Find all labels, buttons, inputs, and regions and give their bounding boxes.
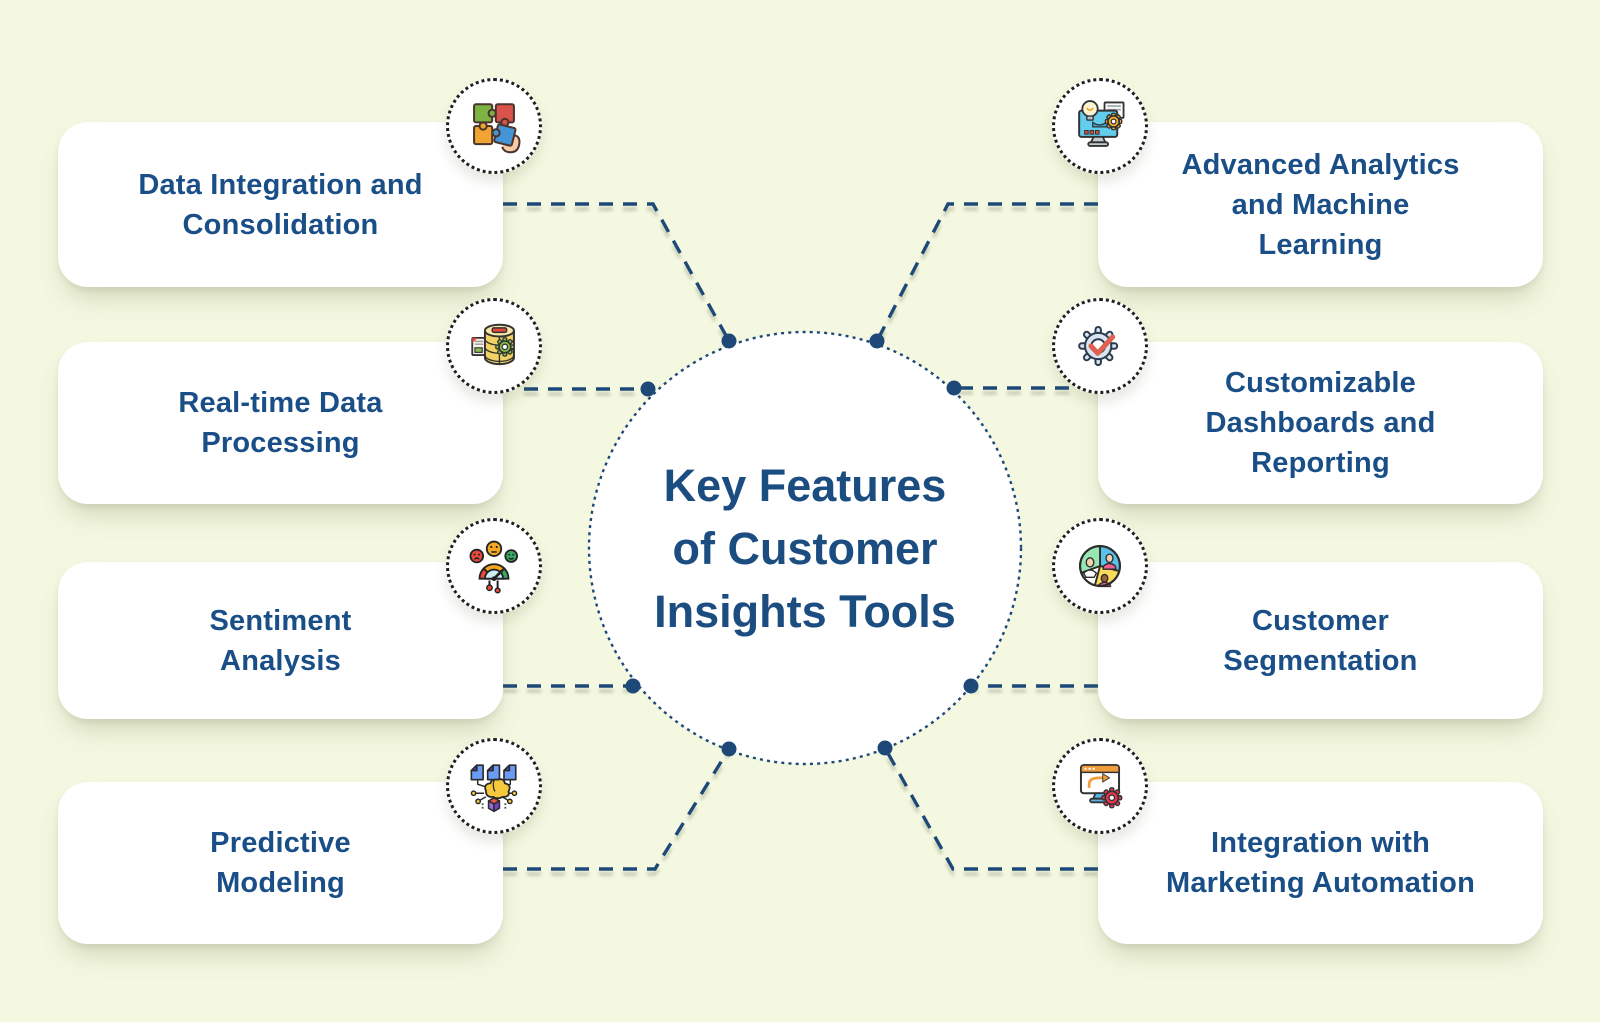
dashed-connectors — [503, 202, 1098, 871]
icon-circle — [1052, 518, 1148, 614]
analytics-ml-icon — [1078, 100, 1125, 147]
icon-circle — [1052, 738, 1148, 834]
icon-circle — [446, 518, 542, 614]
icon-circle — [446, 298, 542, 394]
icon-circle — [1052, 298, 1148, 394]
segmentation-pie-icon — [1078, 544, 1122, 588]
monitor-gear-icon — [1079, 764, 1123, 809]
icon-circle — [446, 738, 542, 834]
database-gear-icon — [471, 323, 515, 366]
center-circle — [587, 330, 1023, 766]
gear-check-icon — [1078, 325, 1119, 367]
sentiment-gauge-icon — [469, 540, 519, 594]
puzzle-icon — [473, 103, 521, 154]
icon-circle — [1052, 78, 1148, 174]
icon-circle — [446, 78, 542, 174]
connector-dots — [625, 333, 979, 757]
predictive-network-icon — [470, 764, 518, 813]
